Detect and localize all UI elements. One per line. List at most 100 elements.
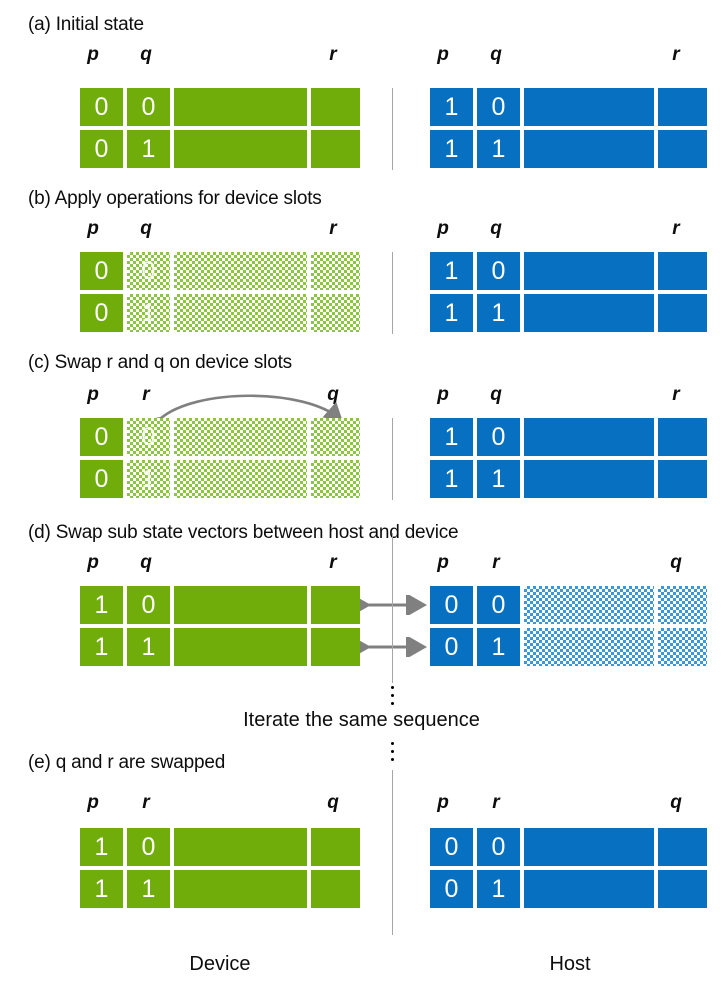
device-cell-q-row0-b: 0 xyxy=(127,252,170,290)
device-cell-p-row1-a: 0 xyxy=(80,130,123,168)
device-cell-p-row1-c: 0 xyxy=(80,460,123,498)
caption-panel-e-text: (e) q and r are swapped xyxy=(28,752,226,773)
host-cell-wide-row0-e xyxy=(524,828,654,866)
host-collabel-q-e: q xyxy=(670,792,682,813)
device-cell-q-row0-d: 0 xyxy=(127,586,170,624)
device-collabel-r-a: r xyxy=(329,44,337,65)
device-cell-r-row1-b xyxy=(311,294,360,332)
host-cell-p-row1-a: 1 xyxy=(430,130,473,168)
host-cell-p-row0-b: 1 xyxy=(430,252,473,290)
device-cell-p-row0-a: 0 xyxy=(80,88,123,126)
device-cell-p-row1-b: 0 xyxy=(80,294,123,332)
caption-panel-b: (b) Apply operations for device slots xyxy=(28,188,322,209)
host-collabel-p-c: p xyxy=(437,384,449,405)
host-collabel-q-b: q xyxy=(490,218,502,239)
host-cell-p-row0-c: 1 xyxy=(430,418,473,456)
host-collabel-q-a: q xyxy=(490,44,502,65)
host-cell-p-row1-d: 0 xyxy=(430,628,473,666)
device-cell-r-row0-a xyxy=(311,88,360,126)
device-cell-q-row1-d: 1 xyxy=(127,628,170,666)
device-collabel-q-e: q xyxy=(327,792,339,813)
host-cell-r-row1-b xyxy=(658,294,707,332)
device-cell-wide-row1-b xyxy=(174,294,307,332)
host-cell-r-row1-a xyxy=(658,130,707,168)
host-cell-wide-row1-c xyxy=(524,460,654,498)
host-cell-wide-row0-a xyxy=(524,88,654,126)
device-cell-r-row0-d xyxy=(311,586,360,624)
caption-panel-a: (a) Initial state xyxy=(28,14,144,35)
host-cell-wide-row0-d xyxy=(524,586,654,624)
host-collabel-p-b: p xyxy=(437,218,449,239)
device-cell-wide-row0-a xyxy=(174,88,307,126)
host-cell-p-row0-a: 1 xyxy=(430,88,473,126)
host-collabel-p-a: p xyxy=(437,44,449,65)
device-cell-wide-row1-d xyxy=(174,628,307,666)
host-cell-q-row1-d xyxy=(658,628,707,666)
host-cell-r-row0-a xyxy=(658,88,707,126)
host-cell-q-row0-d xyxy=(658,586,707,624)
device-cell-r-row0-c: 0 xyxy=(127,418,170,456)
host-collabel-r-c: r xyxy=(672,384,680,405)
device-cell-p-row0-b: 0 xyxy=(80,252,123,290)
device-cell-wide-row1-a xyxy=(174,130,307,168)
device-cell-wide-row0-e xyxy=(174,828,307,866)
host-cell-wide-row1-e xyxy=(524,870,654,908)
host-cell-p-row1-c: 1 xyxy=(430,460,473,498)
host-cell-wide-row1-b xyxy=(524,294,654,332)
device-cell-wide-row0-b xyxy=(174,252,307,290)
host-collabel-r-e: r xyxy=(492,792,500,813)
host-cell-q-row1-c: 1 xyxy=(477,460,520,498)
device-cell-p-row1-d: 1 xyxy=(80,628,123,666)
host-cell-p-row1-b: 1 xyxy=(430,294,473,332)
host-cell-r-row0-b xyxy=(658,252,707,290)
device-collabel-p-d: p xyxy=(87,552,99,573)
device-cell-q-row0-c xyxy=(311,418,360,456)
host-collabel-r-a: r xyxy=(672,44,680,65)
device-cell-r-row1-d xyxy=(311,628,360,666)
host-collabel-p-e: p xyxy=(437,792,449,813)
iterate-note: Iterate the same sequence xyxy=(243,709,480,731)
device-cell-r-row1-a xyxy=(311,130,360,168)
device-cell-p-row0-c: 0 xyxy=(80,418,123,456)
host-cell-r-row0-e: 0 xyxy=(477,828,520,866)
device-cell-q-row1-c xyxy=(311,460,360,498)
host-cell-q-row0-e xyxy=(658,828,707,866)
device-cell-wide-row1-c xyxy=(174,460,307,498)
legend-device: Device xyxy=(189,953,251,975)
device-cell-wide-row1-e xyxy=(174,870,307,908)
device-cell-q-row0-a: 0 xyxy=(127,88,170,126)
host-cell-r-row0-c xyxy=(658,418,707,456)
host-cell-wide-row1-a xyxy=(524,130,654,168)
host-collabel-q-d: q xyxy=(670,552,682,573)
panel-divider-c xyxy=(392,418,393,500)
host-cell-q-row1-b: 1 xyxy=(477,294,520,332)
host-device-swap-arrow-row1-icon xyxy=(360,637,427,657)
host-cell-q-row0-c: 0 xyxy=(477,418,520,456)
panel-divider-b xyxy=(392,252,393,334)
caption-panel-d: (d) Swap sub state vectors between host … xyxy=(28,522,459,543)
device-collabel-r-b: r xyxy=(329,218,337,239)
host-cell-r-row1-e: 1 xyxy=(477,870,520,908)
host-cell-r-row0-d: 0 xyxy=(477,586,520,624)
device-cell-q-row1-b: 1 xyxy=(127,294,170,332)
panel-divider-d xyxy=(392,533,393,683)
host-cell-wide-row0-b xyxy=(524,252,654,290)
iterate-dots-bottom xyxy=(390,742,394,766)
host-cell-r-row1-c xyxy=(658,460,707,498)
host-collabel-r-b: r xyxy=(672,218,680,239)
device-collabel-p-c: p xyxy=(87,384,99,405)
host-collabel-q-c: q xyxy=(490,384,502,405)
host-cell-p-row0-d: 0 xyxy=(430,586,473,624)
host-collabel-p-d: p xyxy=(437,552,449,573)
device-collabel-p-a: p xyxy=(87,44,99,65)
host-cell-wide-row1-d xyxy=(524,628,654,666)
device-cell-wide-row0-c xyxy=(174,418,307,456)
host-cell-wide-row0-c xyxy=(524,418,654,456)
device-cell-p-row0-e: 1 xyxy=(80,828,123,866)
device-collabel-q-c: q xyxy=(327,384,339,405)
device-collabel-r-c: r xyxy=(142,384,150,405)
swap-arc-icon xyxy=(142,394,343,426)
panel-divider-a xyxy=(392,88,393,170)
host-cell-p-row1-e: 0 xyxy=(430,870,473,908)
